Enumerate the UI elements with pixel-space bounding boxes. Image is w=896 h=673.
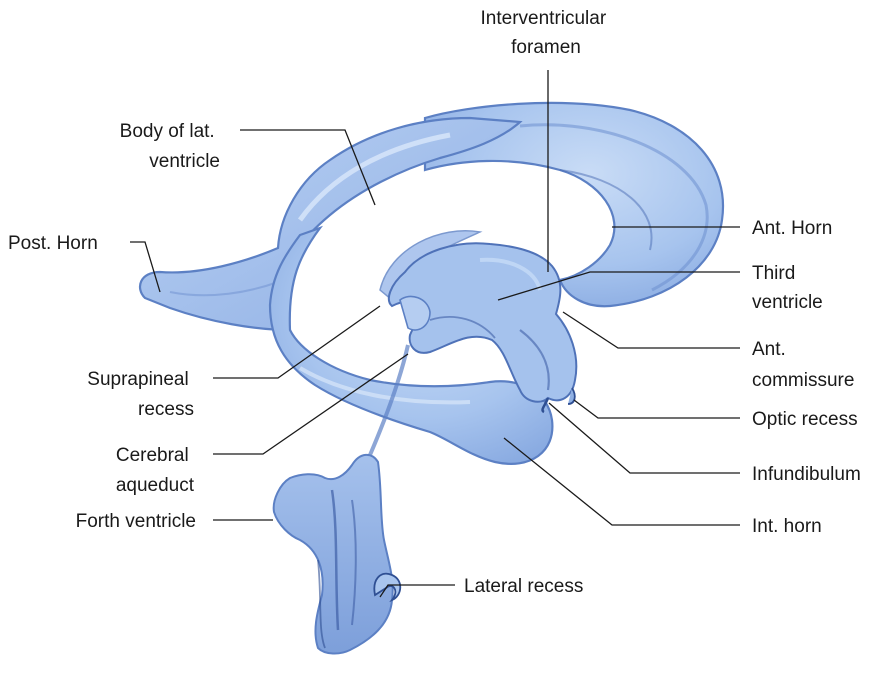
- label-infundibulum: Infundibulum: [752, 464, 861, 485]
- label-ant-commissure: Ant. commissure: [752, 339, 854, 391]
- fourth-ventricle-shape: [274, 455, 393, 654]
- label-interventricular-foramen: Interventricular foramen: [481, 8, 612, 58]
- leader-ant-commissure: [563, 312, 740, 348]
- label-int-horn: Int. horn: [752, 516, 822, 537]
- label-cerebral-aqueduct: Cerebral aqueduct: [116, 445, 195, 496]
- label-suprapineal-recess: Suprapineal recess: [87, 369, 194, 420]
- label-ant-horn: Ant. Horn: [752, 218, 832, 239]
- label-body-of-lat-ventricle: Body of lat. ventricle: [120, 121, 220, 172]
- label-forth-ventricle: Forth ventricle: [76, 511, 196, 532]
- leader-infundibulum: [549, 403, 740, 473]
- label-lateral-recess: Lateral recess: [464, 576, 583, 597]
- label-post-horn: Post. Horn: [8, 233, 98, 254]
- label-optic-recess: Optic recess: [752, 409, 858, 430]
- leader-optic-recess: [574, 400, 740, 418]
- label-third-ventricle: Third ventricle: [752, 263, 823, 313]
